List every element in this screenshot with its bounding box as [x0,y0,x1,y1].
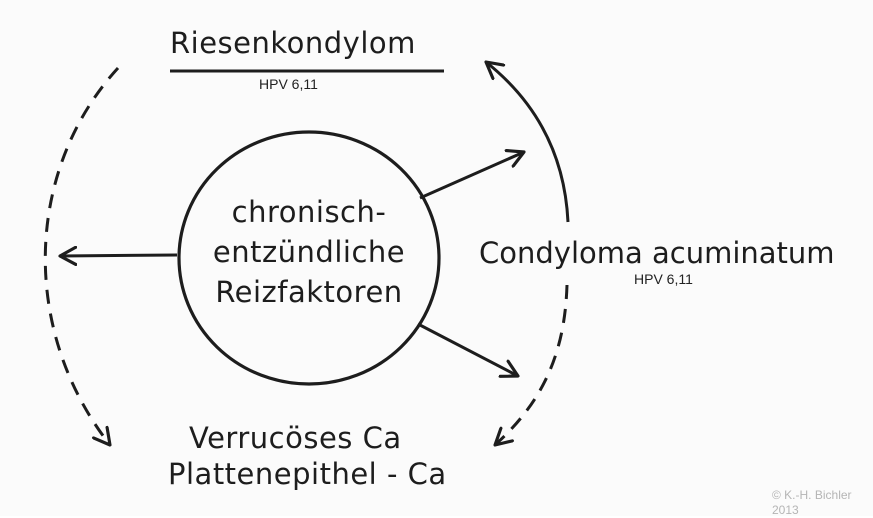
solid-arc-right-upper [486,62,570,223]
copyright-line-2: 2013 [772,503,799,517]
dashed-arc-right-lower [495,284,569,445]
arrow-left [60,255,178,256]
label-condyloma-acuminatum: Condyloma acuminatum [479,236,835,270]
center-circle [177,130,441,386]
label-top-hpv: HPV 6,11 [259,76,318,92]
dashed-arc-left [43,66,120,445]
label-verrucoeses-ca: Verrucöses Ca [189,421,402,455]
center-line-2: entzündliche [212,235,406,269]
center-line-1: chronisch- [231,195,387,229]
copyright-line-1: © K.-H. Bichler [772,488,852,502]
label-plattenepithel-ca: Plattenepithel - Ca [168,457,447,491]
center-line-3: Reizfaktoren [215,275,403,309]
label-right-hpv: HPV 6,11 [634,271,693,287]
copyright-notice: © K.-H. Bichler 2013 [772,488,852,518]
center-label: chronisch- entzündliche Reizfaktoren [180,192,438,312]
arrow-lower-right [417,322,518,376]
arrow-upper-right [419,152,524,200]
label-riesenkondylom: Riesenkondylom [170,26,416,60]
